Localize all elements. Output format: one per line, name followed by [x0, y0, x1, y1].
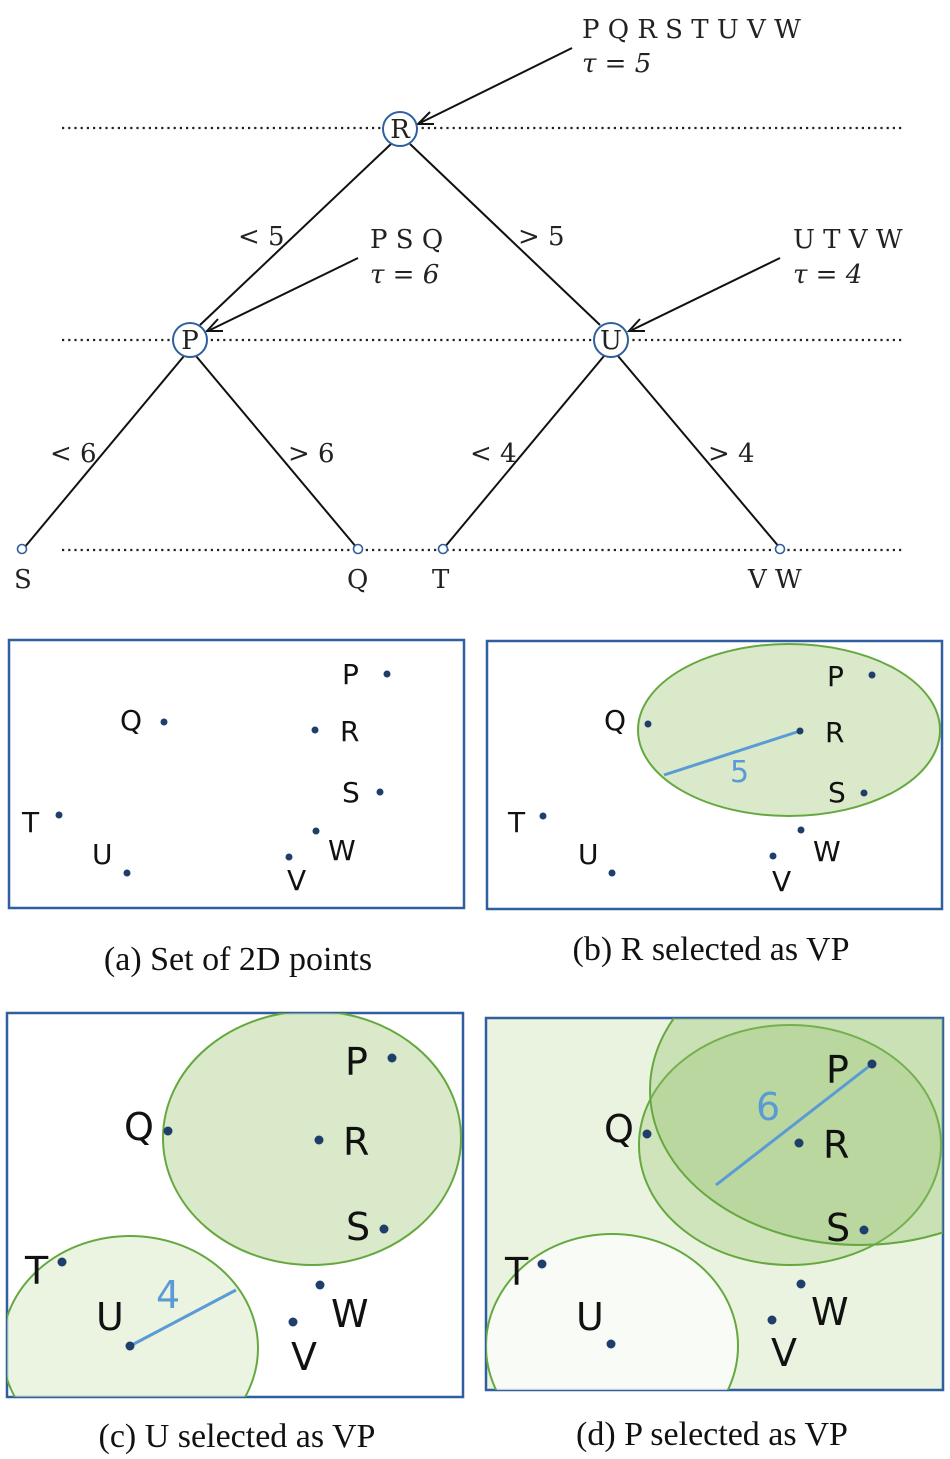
- point-s-label: S: [828, 776, 846, 809]
- node-right-label: U: [600, 326, 622, 356]
- caption-a: (a) Set of 2D points: [104, 941, 372, 978]
- edge-u-t: [443, 355, 605, 549]
- radius-u-label: 4: [156, 1273, 180, 1317]
- edge-label-p-s: < 6: [50, 439, 97, 469]
- leaf-q-marker: [352, 543, 364, 555]
- point-r-label: R: [825, 716, 844, 749]
- leaf-q-label: Q: [347, 565, 368, 595]
- leaf-vw-label: V W: [747, 565, 802, 595]
- edge-label-u-vw: > 4: [708, 439, 755, 469]
- point-t-label: T: [507, 806, 526, 839]
- ball-u: [486, 1233, 739, 1390]
- right-tau-label: τ = 4: [793, 260, 862, 290]
- edge-label-u-t: < 4: [470, 439, 517, 469]
- vp-tree: R P U S Q T V W P Q R S T U V W τ = 5 P …: [14, 15, 905, 595]
- edge-label-root-right: > 5: [518, 222, 565, 252]
- point-r-label: R: [823, 1123, 849, 1167]
- edge-label-root-left: < 5: [238, 222, 285, 252]
- point-t-label: T: [24, 1249, 49, 1293]
- edge-p-s: [23, 355, 185, 549]
- radius-u: [129, 1288, 237, 1348]
- arrow-right: [626, 257, 781, 332]
- edge-label-p-q: > 6: [288, 439, 335, 469]
- point-p-label: P: [342, 658, 359, 691]
- point-s-label: S: [826, 1206, 850, 1250]
- leaf-s-marker: [16, 543, 28, 555]
- root-set-label: P Q R S T U V W: [582, 15, 801, 45]
- caption-c: (c) U selected as VP: [99, 1418, 376, 1455]
- point-w-label: W: [813, 835, 841, 868]
- leaf-vw-marker: [774, 543, 786, 555]
- caption-b: (b) R selected as VP: [573, 931, 850, 968]
- point-v-label: V: [771, 1331, 797, 1375]
- point-q-label: Q: [604, 1107, 634, 1151]
- edge-u-vw: [617, 355, 781, 549]
- edge-root-left: [199, 143, 392, 326]
- point-v-label: V: [291, 1335, 317, 1379]
- radius-r-label: 5: [730, 755, 749, 790]
- radius-p-label: 6: [756, 1085, 780, 1129]
- node-root: R: [382, 111, 418, 147]
- caption-d: (d) P selected as VP: [576, 1416, 848, 1453]
- leaf-s-label: S: [14, 565, 32, 595]
- point-q-label: Q: [124, 1105, 154, 1149]
- ball-r: [637, 643, 941, 817]
- ball-u: [7, 1235, 259, 1397]
- point-v-label: V: [772, 865, 791, 898]
- point-u-label: U: [576, 1295, 604, 1339]
- edge-root-right: [409, 143, 601, 326]
- point-r-label: R: [340, 715, 359, 748]
- radius-p: [715, 1062, 873, 1187]
- radius-r: [663, 729, 801, 777]
- node-root-label: R: [390, 115, 411, 145]
- point-v-label: V: [287, 864, 306, 897]
- point-p-label: P: [345, 1040, 368, 1084]
- left-set-label: P S Q: [370, 225, 443, 255]
- point-s-label: S: [346, 1205, 370, 1249]
- point-s-label: S: [342, 776, 360, 809]
- panel-b: 5 P Q R S T U W V: [485, 639, 944, 911]
- root-tau-label: τ = 5: [582, 49, 651, 79]
- right-set-label: U T V W: [793, 225, 903, 255]
- arrow-left: [204, 257, 359, 332]
- node-left-label: P: [181, 326, 199, 356]
- ball-p: [649, 1018, 943, 1246]
- node-right: U: [593, 322, 629, 358]
- point-u-label: U: [578, 838, 599, 871]
- ball-r: [638, 1024, 942, 1266]
- point-r-label: R: [343, 1120, 369, 1164]
- point-u-label: U: [92, 838, 113, 871]
- point-q-label: Q: [120, 704, 142, 737]
- point-u-label: U: [96, 1295, 124, 1339]
- point-t-label: T: [504, 1250, 529, 1294]
- point-p-label: P: [827, 660, 844, 693]
- point-w-label: W: [328, 834, 356, 867]
- ball-edge-fragment: [464, 1330, 476, 1370]
- point-w-label: W: [811, 1290, 849, 1334]
- point-w-label: W: [331, 1292, 369, 1336]
- arrow-root: [415, 47, 573, 125]
- panel-a-frame: [7, 638, 466, 910]
- point-p-label: P: [826, 1048, 849, 1092]
- leaf-t-label: T: [432, 565, 450, 595]
- ball-r: [162, 1013, 462, 1266]
- edge-p-q: [195, 355, 358, 549]
- point-t-label: T: [21, 806, 40, 839]
- point-q-label: Q: [604, 704, 626, 737]
- left-tau-label: τ = 6: [370, 260, 439, 290]
- panel-d: 6 P Q R S T U W V: [484, 1016, 945, 1392]
- node-left: P: [172, 322, 208, 358]
- panel-a: P Q R S T U W V: [7, 638, 466, 910]
- panel-c: 4 P Q R S T U W V: [5, 1011, 476, 1399]
- leaf-t-marker: [437, 543, 449, 555]
